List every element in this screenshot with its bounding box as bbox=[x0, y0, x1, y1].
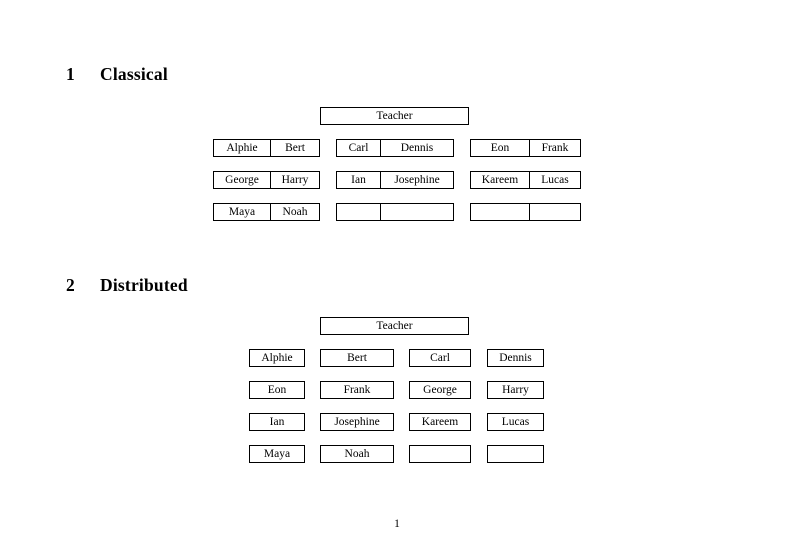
distributed-teacher-box: Teacher bbox=[320, 317, 469, 335]
distributed-box: Eon bbox=[249, 381, 305, 399]
classical-group-2-row-2: Ian Josephine bbox=[336, 171, 454, 189]
classical-cell: Frank bbox=[529, 140, 580, 156]
distributed-box: Ian bbox=[249, 413, 305, 431]
classical-group-2-row-1: Carl Dennis bbox=[336, 139, 454, 157]
classical-cell-empty bbox=[529, 204, 580, 220]
distributed-box: Maya bbox=[249, 445, 305, 463]
section-1-title: Classical bbox=[100, 64, 168, 84]
classical-cell-empty bbox=[380, 204, 453, 220]
distributed-box-empty bbox=[487, 445, 544, 463]
classical-group-3-row-1: Eon Frank bbox=[470, 139, 581, 157]
classical-cell: Josephine bbox=[380, 172, 453, 188]
classical-group-1-row-1: Alphie Bert bbox=[213, 139, 320, 157]
distributed-box: George bbox=[409, 381, 471, 399]
classical-group-1-row-3: Maya Noah bbox=[213, 203, 320, 221]
classical-cell-empty bbox=[337, 204, 380, 220]
distributed-box: Alphie bbox=[249, 349, 305, 367]
classical-cell: Eon bbox=[490, 142, 510, 154]
distributed-box: Noah bbox=[320, 445, 394, 463]
section-2-title: Distributed bbox=[100, 275, 188, 295]
distributed-box: Josephine bbox=[320, 413, 394, 431]
section-2-number: 2 bbox=[66, 275, 75, 295]
page-number: 1 bbox=[394, 518, 400, 530]
section-1-number: 1 bbox=[66, 64, 75, 84]
classical-cell-empty bbox=[471, 204, 529, 220]
distributed-box: Harry bbox=[487, 381, 544, 399]
distributed-box: Carl bbox=[409, 349, 471, 367]
classical-group-2-row-3 bbox=[336, 203, 454, 221]
classical-cell: Dennis bbox=[380, 140, 453, 156]
classical-cell: George bbox=[225, 174, 259, 186]
classical-cell: Kareem bbox=[481, 174, 519, 186]
distributed-box: Kareem bbox=[409, 413, 471, 431]
classical-group-3-row-3 bbox=[470, 203, 581, 221]
classical-cell: Alphie bbox=[226, 142, 258, 154]
classical-group-1-row-2: George Harry bbox=[213, 171, 320, 189]
classical-teacher-box: Teacher bbox=[320, 107, 469, 125]
classical-cell: Noah bbox=[270, 204, 319, 220]
classical-cell: Bert bbox=[270, 140, 319, 156]
classical-cell: Harry bbox=[270, 172, 319, 188]
classical-cell: Ian bbox=[351, 174, 366, 186]
classical-group-3-row-2: Kareem Lucas bbox=[470, 171, 581, 189]
distributed-box: Dennis bbox=[487, 349, 544, 367]
classical-cell: Carl bbox=[348, 142, 369, 154]
classical-cell: Maya bbox=[228, 206, 256, 218]
distributed-box: Lucas bbox=[487, 413, 544, 431]
distributed-box-empty bbox=[409, 445, 471, 463]
classical-cell: Lucas bbox=[529, 172, 580, 188]
distributed-box: Bert bbox=[320, 349, 394, 367]
distributed-box: Frank bbox=[320, 381, 394, 399]
